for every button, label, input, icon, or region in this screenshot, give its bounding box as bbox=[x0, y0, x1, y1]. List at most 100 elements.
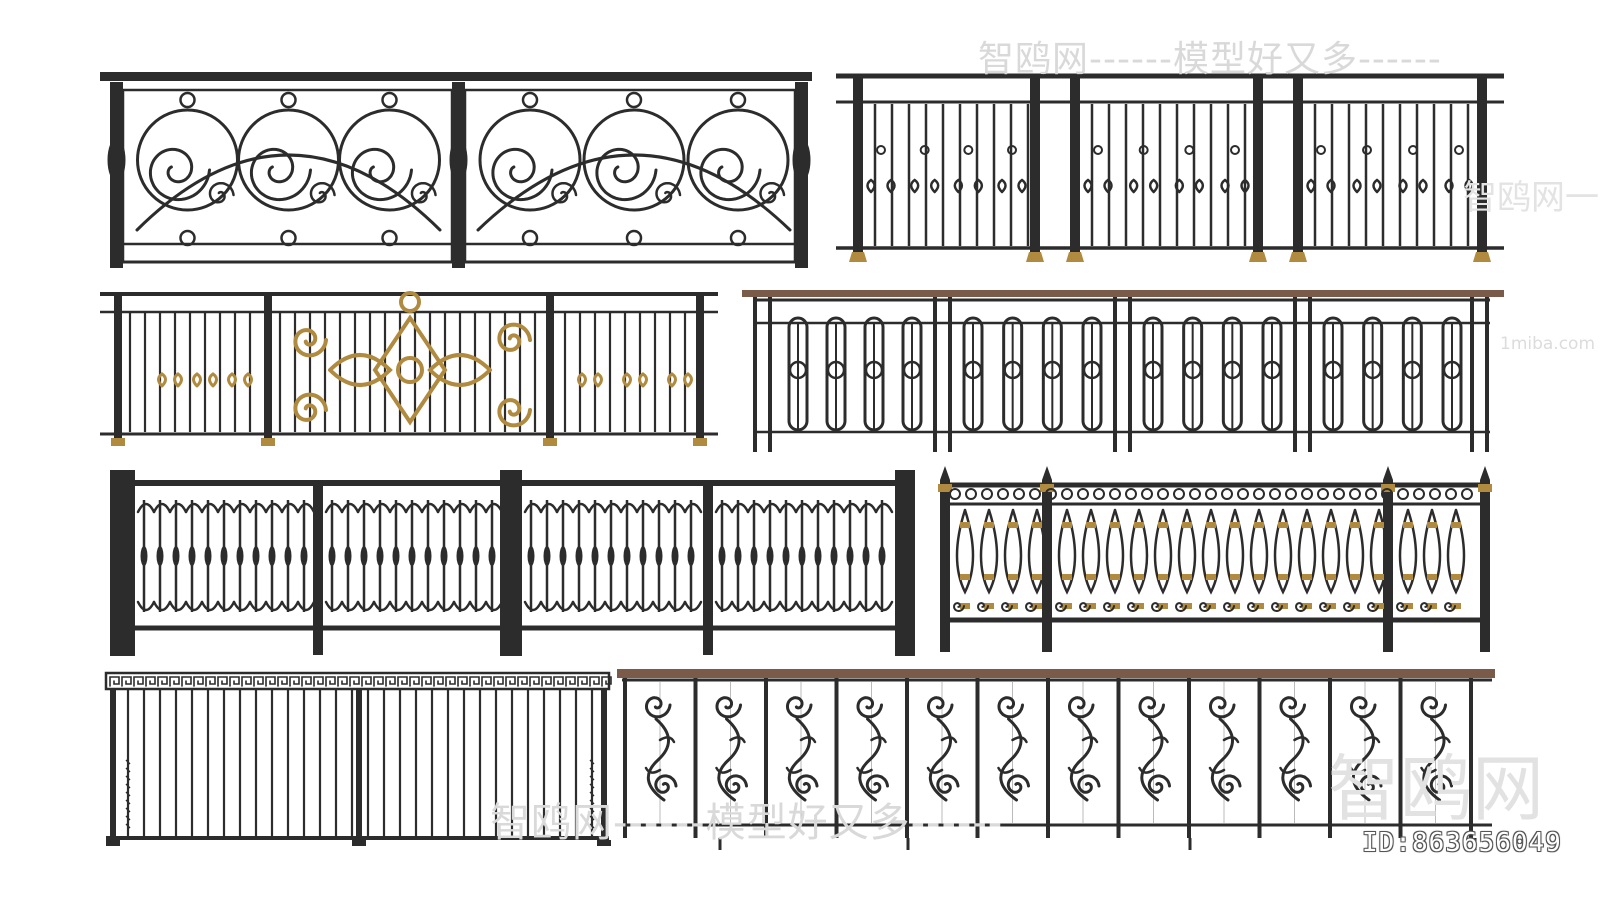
watermark-site: 1miba.com bbox=[1500, 334, 1596, 354]
rosette bbox=[1157, 488, 1169, 500]
oval-loop bbox=[787, 316, 809, 432]
teardrop-baluster bbox=[1446, 508, 1466, 595]
scroll-spiral bbox=[1247, 602, 1259, 612]
lace-arch bbox=[296, 502, 316, 514]
scroll-leaf bbox=[997, 736, 1028, 774]
double-scroll bbox=[1398, 178, 1428, 194]
scroll-spiral bbox=[497, 398, 532, 428]
baluster-bead bbox=[623, 546, 631, 566]
lace-arch-bottom bbox=[635, 600, 655, 612]
double-scroll bbox=[1220, 178, 1250, 194]
railing-greek-key-twisted bbox=[104, 671, 612, 846]
gold-double-scroll bbox=[667, 372, 693, 388]
rosette bbox=[1093, 488, 1105, 500]
post-foot bbox=[597, 840, 611, 846]
center-ring bbox=[1442, 360, 1462, 380]
baluster-bead bbox=[639, 546, 647, 566]
scroll-leaf bbox=[644, 736, 676, 774]
teardrop-baluster bbox=[1057, 508, 1077, 595]
scroll-spiral bbox=[1079, 602, 1091, 612]
gold-collar bbox=[1134, 574, 1144, 580]
lace-arch-bottom bbox=[555, 600, 575, 612]
twist-mark bbox=[125, 767, 131, 773]
lace-arch-bottom bbox=[874, 600, 894, 612]
lace-arch bbox=[356, 502, 376, 514]
gold-collar bbox=[1086, 522, 1096, 528]
square-post bbox=[895, 470, 915, 656]
scroll-spiral bbox=[1319, 602, 1331, 612]
double-scroll bbox=[997, 178, 1027, 194]
gold-collar bbox=[1254, 574, 1264, 580]
lace-arch-bottom bbox=[248, 600, 268, 612]
twist-mark bbox=[125, 759, 131, 765]
center-ring bbox=[1183, 360, 1202, 380]
mid-post bbox=[313, 483, 323, 655]
gold-crest bbox=[399, 291, 421, 313]
post-foot bbox=[261, 438, 275, 446]
teardrop-baluster bbox=[1027, 508, 1047, 595]
baluster-bead bbox=[830, 546, 838, 566]
gold-collar bbox=[1302, 522, 1312, 528]
lace-arch-bottom bbox=[619, 600, 639, 612]
lace-arch bbox=[264, 502, 284, 514]
lace-arch-bottom bbox=[603, 600, 623, 612]
post-foot bbox=[106, 840, 120, 846]
baluster-bead bbox=[575, 546, 583, 566]
collar-ring bbox=[1007, 145, 1017, 155]
scroll-spiral bbox=[654, 774, 678, 794]
gold-collar bbox=[984, 574, 994, 580]
watermark-side: 智鸥网一 bbox=[1463, 178, 1599, 218]
s-scroll bbox=[1070, 717, 1093, 802]
post bbox=[1253, 76, 1263, 256]
twist-mark bbox=[125, 807, 131, 813]
rosette bbox=[1205, 488, 1217, 500]
s-scroll bbox=[647, 717, 670, 802]
lace-arch-bottom bbox=[152, 600, 172, 612]
gold-double-scroll bbox=[622, 372, 648, 388]
post-foot bbox=[352, 840, 366, 846]
lace-arch-bottom bbox=[372, 600, 392, 612]
scroll-spiral bbox=[208, 181, 235, 204]
oval-loop bbox=[1401, 316, 1423, 432]
baluster-bead bbox=[156, 546, 164, 566]
collar-ring bbox=[1093, 145, 1103, 155]
rosette bbox=[1141, 488, 1153, 500]
lace-arch-bottom bbox=[232, 600, 252, 612]
finial bbox=[1383, 466, 1393, 480]
lace-arch bbox=[683, 502, 703, 514]
scroll-spiral bbox=[249, 147, 312, 202]
teardrop-baluster bbox=[1345, 508, 1365, 595]
teardrop-baluster bbox=[1225, 508, 1245, 595]
baluster-bead bbox=[734, 546, 742, 566]
lace-arch bbox=[468, 502, 488, 514]
center-ring bbox=[963, 360, 983, 380]
scroll-spiral bbox=[595, 147, 658, 202]
lace-arch bbox=[635, 502, 655, 514]
scroll-leaf bbox=[1138, 736, 1169, 774]
scroll-spiral bbox=[1218, 774, 1242, 794]
rosette bbox=[1461, 488, 1473, 500]
lace-arch bbox=[826, 502, 846, 514]
rosette bbox=[1125, 488, 1137, 500]
oval-loop bbox=[863, 316, 885, 432]
lace-arch-bottom bbox=[539, 600, 559, 612]
scroll-spiral bbox=[1147, 774, 1171, 794]
double-scroll bbox=[1306, 178, 1336, 194]
teardrop-baluster bbox=[1249, 508, 1269, 595]
double-scroll bbox=[866, 178, 896, 194]
scroll-spiral bbox=[856, 696, 883, 719]
lace-arch bbox=[232, 502, 252, 514]
lace-arch-bottom bbox=[810, 600, 830, 612]
lace-arch bbox=[152, 502, 172, 514]
rosette bbox=[1365, 488, 1377, 500]
lace-arch-bottom bbox=[280, 600, 300, 612]
oval-loop bbox=[1221, 316, 1243, 432]
post-foot bbox=[1289, 252, 1307, 262]
baluster-bead bbox=[846, 546, 854, 566]
s-scroll bbox=[1140, 717, 1164, 802]
post bbox=[264, 294, 272, 440]
baluster-bead bbox=[220, 546, 228, 566]
gold-collar bbox=[1326, 522, 1336, 528]
center-ring bbox=[902, 360, 922, 380]
